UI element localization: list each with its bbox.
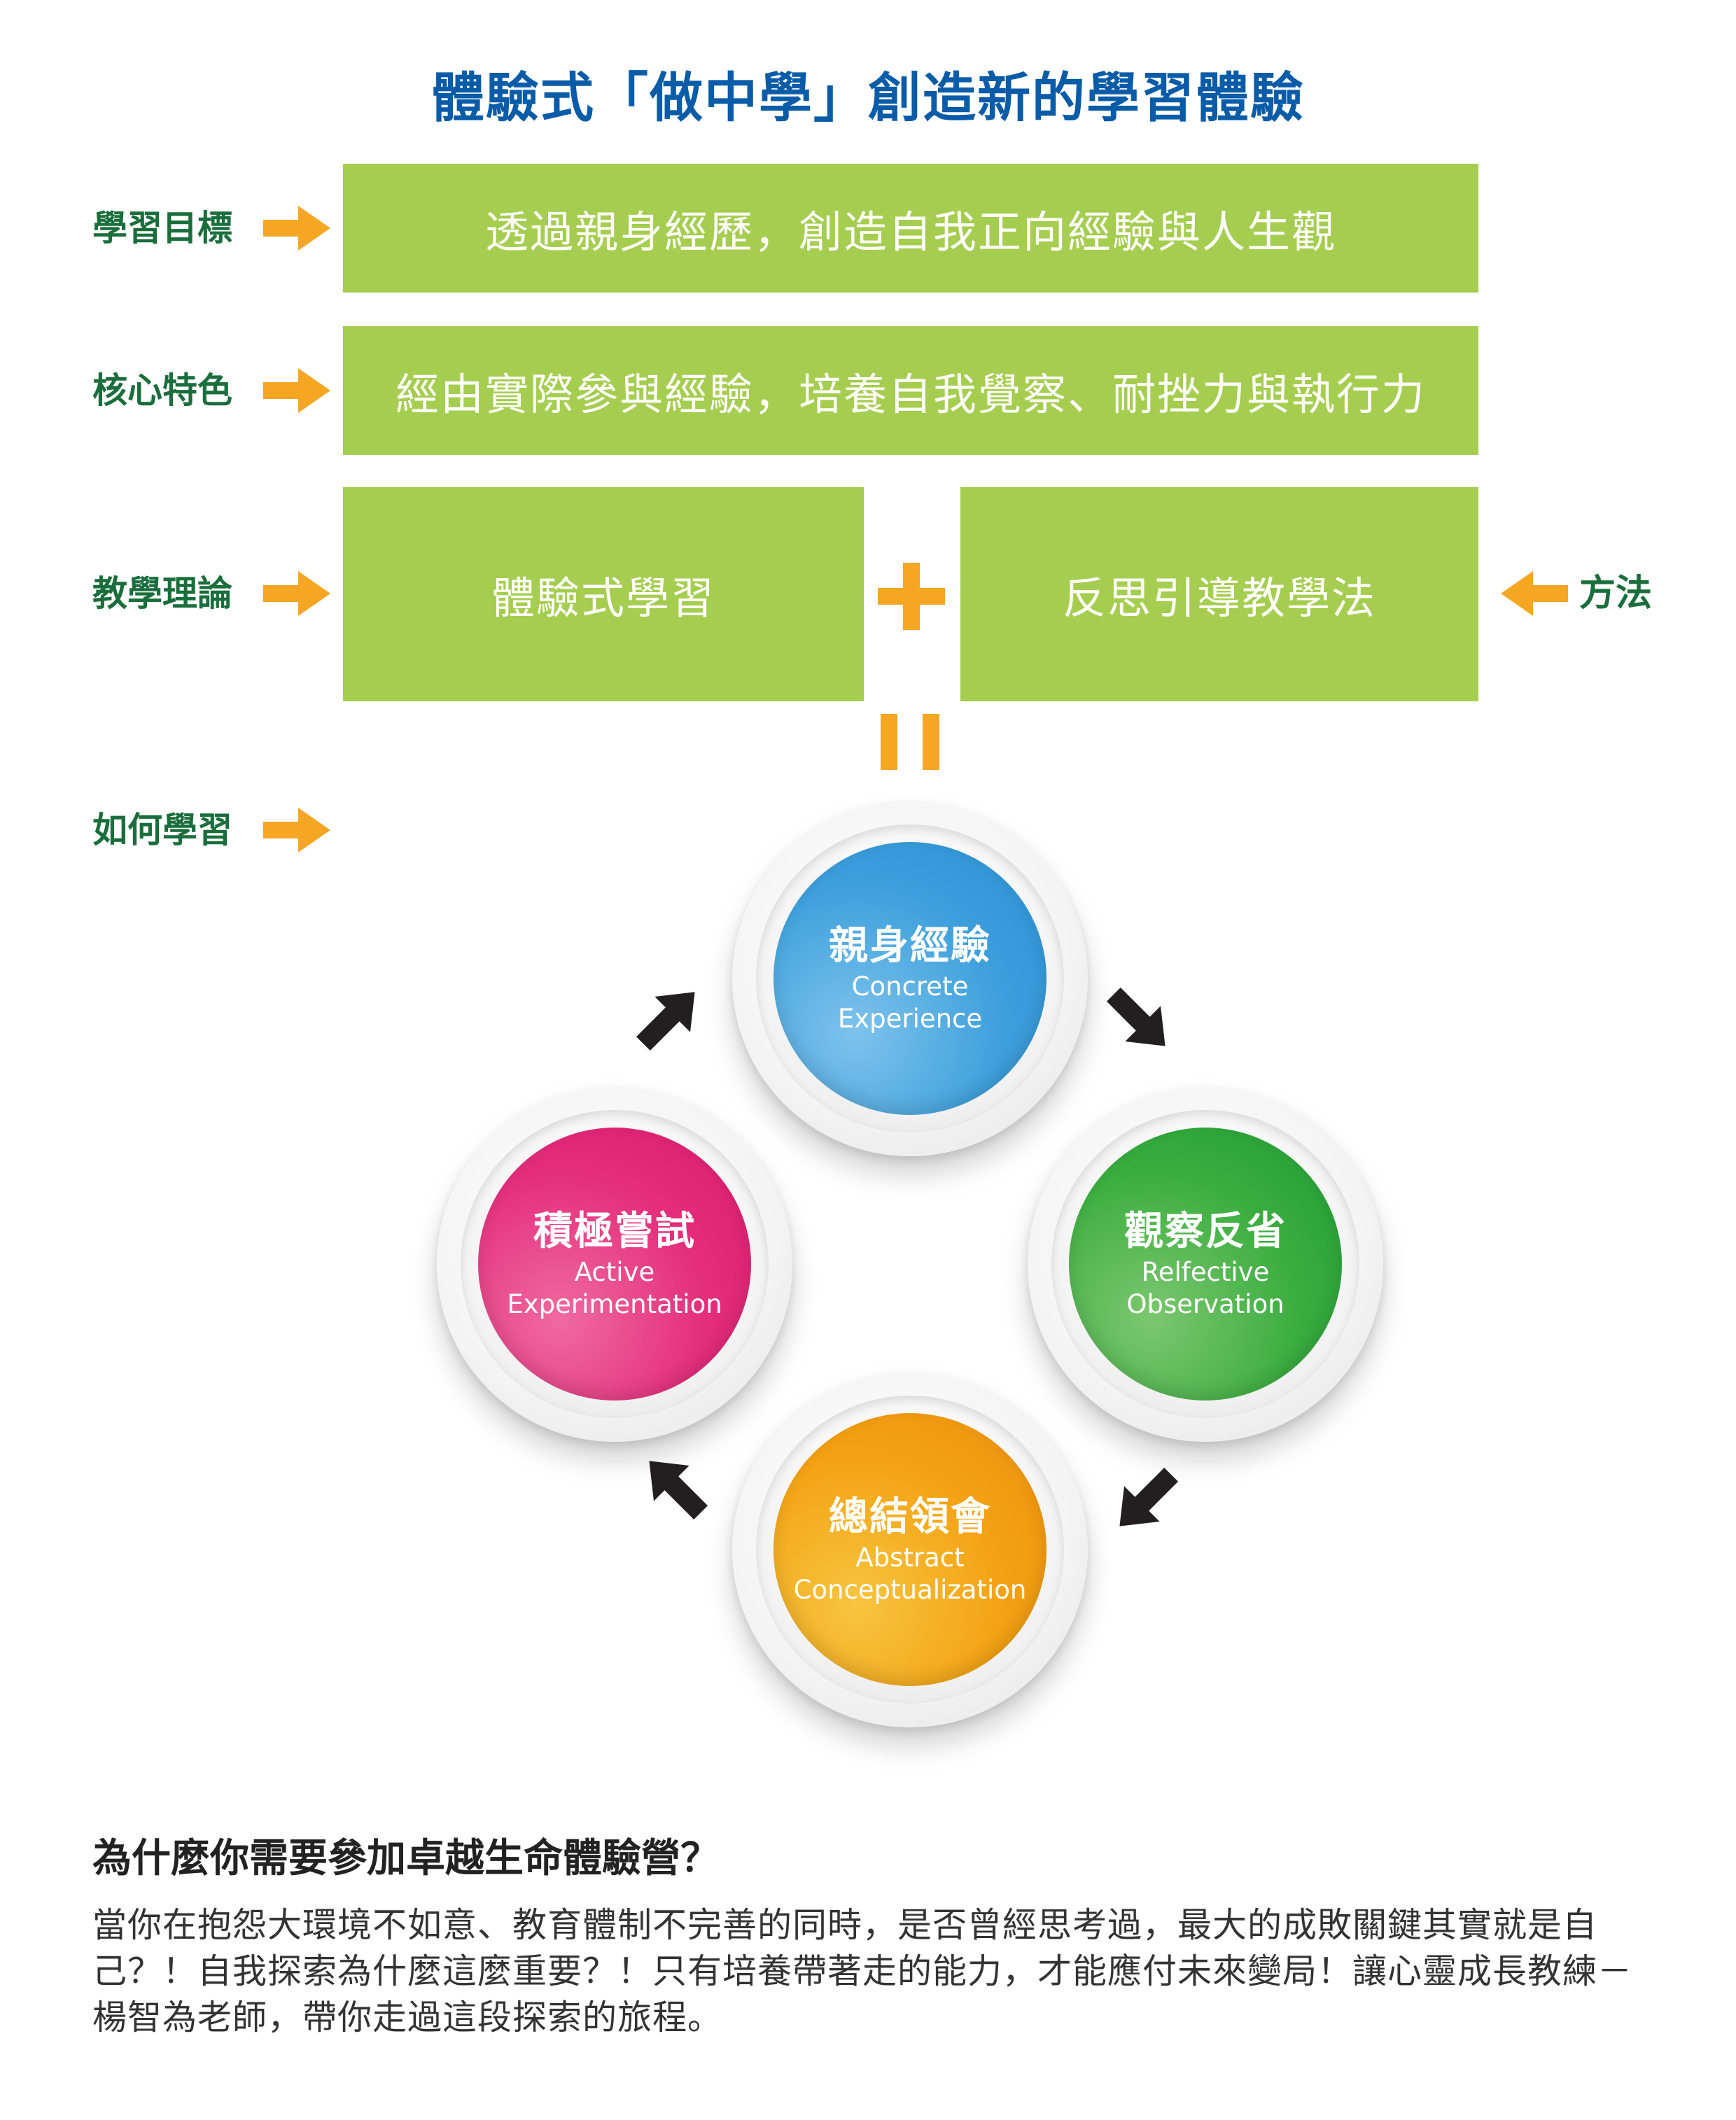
- method-label: 方法: [1579, 573, 1653, 615]
- cycle-en2-concrete: Experience: [837, 1004, 983, 1034]
- row-label-theory: 教學理論: [92, 573, 232, 614]
- cycle-en1-active: Active: [574, 1257, 655, 1287]
- core-text: 經由實際參與經驗，培養自我覺察、耐挫力與執行力: [395, 369, 1426, 420]
- cycle-en2-reflective: Observation: [1126, 1289, 1284, 1319]
- why-title: 為什麼你需要參加卓越生命體驗營？: [92, 1836, 720, 1881]
- cycle-core-reflective: 觀察反省 Relfective Observation: [1069, 1128, 1342, 1401]
- cycle-en2-abstract: Conceptualization: [793, 1575, 1027, 1605]
- goal-box: 透過親身經歷，創造自我正向經驗與人生觀: [343, 164, 1478, 293]
- cycle-title-concrete: 親身經驗: [829, 923, 991, 969]
- row-label-how: 如何學習: [92, 810, 232, 850]
- arrow-up-right-icon: [636, 992, 695, 1051]
- theory-box: 體驗式學習: [343, 487, 864, 701]
- equals-icon: [881, 714, 939, 770]
- arrow-right-icon: [263, 571, 330, 616]
- row-label-goal: 學習目標: [92, 208, 232, 248]
- cycle-en1-abstract: Abstract: [855, 1543, 965, 1573]
- arrow-down-left-icon: [1119, 1468, 1178, 1526]
- goal-text: 透過親身經歷，創造自我正向經驗與人生觀: [484, 206, 1336, 258]
- why-body: 當你在抱怨大環境不如意、教育體制不完善的同時，是否曾經思考過，最大的成敗關鍵其實…: [92, 1905, 1633, 2037]
- theory-text: 體驗式學習: [491, 573, 715, 624]
- arrow-up-left-icon: [649, 1461, 708, 1519]
- method-box: 反思引導教學法: [960, 487, 1478, 701]
- arrow-down-right-icon: [1107, 988, 1166, 1046]
- arrow-right-icon: [263, 368, 330, 413]
- method-text: 反思引導教學法: [1062, 573, 1376, 624]
- cycle-core-concrete: 親身經驗 Concrete Experience: [774, 842, 1046, 1115]
- arrow-right-icon: [263, 808, 330, 852]
- cycle-core-abstract: 總結領會 Abstract Conceptualization: [774, 1413, 1046, 1686]
- page-title: 體驗式「做中學」創造新的學習體驗: [431, 66, 1305, 129]
- arrow-left-icon: [1501, 571, 1568, 616]
- cycle-en1-concrete: Concrete: [851, 971, 969, 1002]
- cycle-title-reflective: 觀察反省: [1124, 1209, 1287, 1254]
- arrow-right-icon: [263, 206, 330, 251]
- cycle-title-active: 積極嘗試: [533, 1209, 696, 1254]
- cycle-core-active: 積極嘗試 Active Experimentation: [478, 1128, 751, 1401]
- plus-icon: [878, 563, 945, 630]
- cycle-en1-reflective: Relfective: [1141, 1257, 1270, 1287]
- cycle-en2-active: Experimentation: [507, 1289, 722, 1319]
- row-label-core: 核心特色: [92, 370, 232, 411]
- cycle-title-abstract: 總結領會: [829, 1494, 991, 1540]
- core-box: 經由實際參與經驗，培養自我覺察、耐挫力與執行力: [343, 326, 1478, 455]
